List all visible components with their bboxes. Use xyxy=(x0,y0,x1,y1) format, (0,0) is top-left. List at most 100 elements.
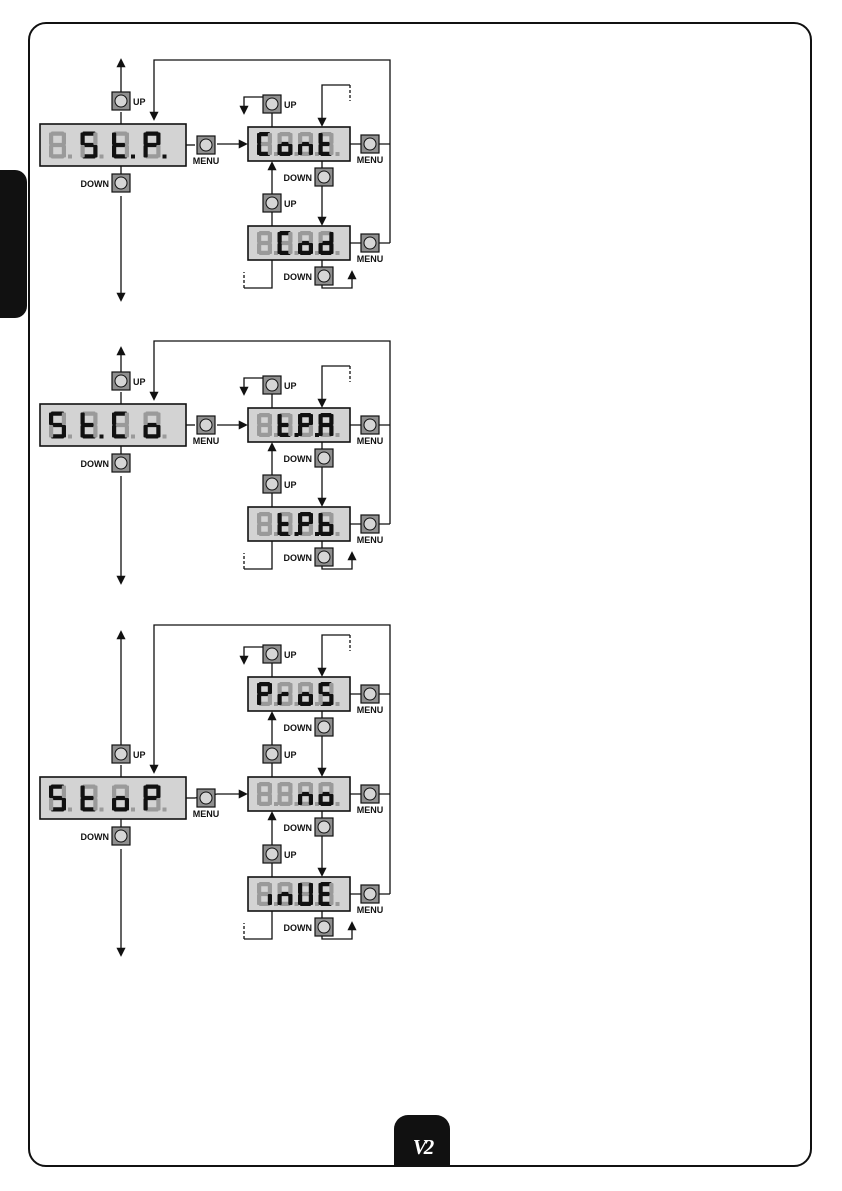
decimal-point xyxy=(295,702,299,706)
segment xyxy=(278,232,282,243)
decimal-point xyxy=(295,251,299,255)
segment xyxy=(144,145,148,158)
decimal-point xyxy=(274,802,278,806)
segment xyxy=(257,683,261,694)
segment xyxy=(319,133,323,144)
segment xyxy=(112,786,116,799)
segment xyxy=(319,232,323,243)
decimal-point xyxy=(131,155,135,159)
lcd-display: Cont xyxy=(248,127,350,161)
decimal-point xyxy=(68,808,72,812)
menu-button[interactable]: MENU xyxy=(357,515,384,545)
decimal-point xyxy=(68,155,72,159)
menu-button[interactable]: MENU xyxy=(357,885,384,915)
segment xyxy=(125,133,129,146)
segment xyxy=(112,425,116,438)
segment xyxy=(144,413,148,426)
segment xyxy=(125,786,129,799)
decimal-point xyxy=(274,532,278,536)
segment xyxy=(288,144,292,155)
segment xyxy=(329,894,333,905)
segment xyxy=(278,513,282,524)
segment xyxy=(288,133,292,144)
decimal-point xyxy=(274,702,278,706)
segment xyxy=(288,232,292,243)
segment xyxy=(144,133,148,146)
segment xyxy=(309,524,313,535)
up-label: UP xyxy=(284,100,297,110)
decimal-point xyxy=(315,152,319,156)
menu-button[interactable]: MENU xyxy=(357,416,384,446)
segment xyxy=(257,144,261,155)
menu-button[interactable]: MENU xyxy=(193,789,220,819)
segment xyxy=(278,414,282,425)
segment xyxy=(288,513,292,524)
segment xyxy=(156,133,160,146)
segment xyxy=(298,243,302,254)
menu-label: MENU xyxy=(193,156,220,166)
segment xyxy=(268,144,272,155)
menu-button[interactable]: MENU xyxy=(193,136,220,166)
segment xyxy=(268,425,272,436)
menu-button[interactable]: MENU xyxy=(357,685,384,715)
menu-button[interactable]: MENU xyxy=(357,234,384,264)
segment xyxy=(278,883,282,894)
decimal-point xyxy=(100,435,104,439)
segment xyxy=(112,145,116,158)
logo-text: V2 xyxy=(394,1135,450,1160)
segment xyxy=(49,425,53,438)
decimal-point xyxy=(315,902,319,906)
decimal-point xyxy=(336,251,340,255)
segment xyxy=(329,414,333,425)
segment xyxy=(144,425,148,438)
decimal-point xyxy=(315,532,319,536)
decimal-point xyxy=(163,155,167,159)
lcd-display: no xyxy=(248,777,350,811)
menu-label: MENU xyxy=(357,155,384,165)
segment xyxy=(62,798,66,811)
menu-button[interactable]: MENU xyxy=(357,135,384,165)
segment xyxy=(309,894,313,905)
segment xyxy=(309,425,313,436)
decimal-point xyxy=(163,808,167,812)
segment xyxy=(112,413,116,426)
segment xyxy=(288,794,292,805)
segment xyxy=(268,524,272,535)
segment xyxy=(257,232,261,243)
menu-label: MENU xyxy=(357,805,384,815)
decimal-point xyxy=(68,435,72,439)
segment xyxy=(309,694,313,705)
segment xyxy=(319,894,323,905)
up-label: UP xyxy=(133,377,146,387)
down-label: DOWN xyxy=(284,553,313,563)
lcd-display: Cod xyxy=(248,226,350,260)
lcd-display: St.Co xyxy=(40,404,186,446)
segment xyxy=(319,414,323,425)
segment xyxy=(309,414,313,425)
segment xyxy=(125,425,129,438)
segment xyxy=(81,798,85,811)
segment xyxy=(298,883,302,894)
segment xyxy=(49,145,53,158)
segment xyxy=(93,786,97,799)
segment xyxy=(329,783,333,794)
menu-button[interactable]: MENU xyxy=(193,416,220,446)
segment xyxy=(62,133,66,146)
menu-button[interactable]: MENU xyxy=(357,785,384,815)
segment xyxy=(278,683,282,694)
menu-panel xyxy=(36,48,394,302)
segment xyxy=(81,413,85,426)
segment xyxy=(298,694,302,705)
segment xyxy=(81,786,85,799)
segment xyxy=(319,144,323,155)
segment xyxy=(288,414,292,425)
decimal-point xyxy=(274,433,278,437)
segment xyxy=(309,133,313,144)
segment xyxy=(268,243,272,254)
lcd-display: St.P. xyxy=(40,124,186,166)
segment xyxy=(268,133,272,144)
segment xyxy=(329,133,333,144)
decimal-point xyxy=(315,702,319,706)
segment xyxy=(268,694,272,705)
